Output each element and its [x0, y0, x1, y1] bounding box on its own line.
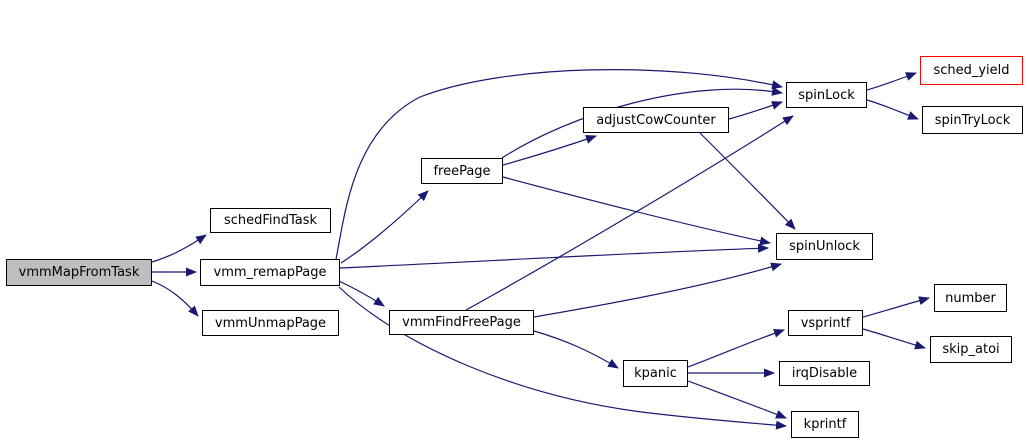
edge-freePage-to-adjustCowCounter [502, 135, 597, 166]
edge-freePage-to-spinLock [501, 86, 783, 159]
node-label: skip_atoi [942, 342, 1000, 357]
edge-adjustCowCounter-to-spinLock [728, 101, 783, 120]
node-kpanic[interactable]: kpanic [623, 360, 688, 387]
edge-vmm_remapPage-to-freePage [340, 190, 429, 264]
edge-spinLock-to-sched_yield [866, 72, 917, 91]
edge-vmmMapFromTask-to-schedFindTask [151, 234, 207, 263]
edge-vmm_remapPage-to-spinLock [335, 69, 783, 260]
edge-vmm_remapPage-to-vmmFindFreePage [338, 280, 385, 307]
edge-freePage-to-spinUnlock [502, 176, 771, 246]
node-label: vmmFindFreePage [402, 315, 521, 330]
node-vmm_remapPage[interactable]: vmm_remapPage [200, 259, 340, 286]
node-spinTryLock[interactable]: spinTryLock [922, 106, 1023, 134]
node-label: vmm_remapPage [213, 265, 327, 280]
node-spinUnlock[interactable]: spinUnlock [776, 233, 873, 260]
node-label: number [945, 290, 996, 306]
node-label: freePage [433, 163, 491, 179]
node-label: vmmUnmapPage [214, 315, 327, 331]
edge-adjustCowCounter-to-spinUnlock [699, 132, 796, 230]
node-irqDisable[interactable]: irqDisable [779, 361, 870, 386]
edge-vsprintf-to-number [862, 296, 930, 318]
node-label: spinLock [798, 87, 855, 103]
edge-kpanic-to-kprintf [687, 380, 787, 419]
edge-vmmFindFreePage-to-kpanic [533, 330, 619, 369]
edge-vmmMapFromTask-to-vmmUnmapPage [151, 280, 199, 317]
node-adjustCowCounter[interactable]: adjustCowCounter [583, 107, 729, 133]
node-vmmMapFromTask: vmmMapFromTask [6, 259, 152, 286]
edge-vmm_remapPage-to-kprintf [338, 286, 787, 430]
node-skip_atoi[interactable]: skip_atoi [930, 336, 1012, 363]
node-kprintf[interactable]: kprintf [791, 411, 859, 438]
node-label: schedFindTask [223, 213, 318, 228]
node-label: adjustCowCounter [596, 112, 716, 128]
node-vmmUnmapPage[interactable]: vmmUnmapPage [202, 310, 339, 336]
node-vsprintf[interactable]: vsprintf [788, 310, 863, 336]
node-label: kprintf [803, 417, 847, 432]
node-number[interactable]: number [934, 284, 1007, 312]
edge-kpanic-to-vsprintf [687, 328, 785, 368]
edge-vsprintf-to-skip_atoi [862, 328, 926, 350]
node-label: kpanic [634, 366, 677, 381]
node-label: vmmMapFromTask [18, 265, 140, 280]
node-label: vsprintf [800, 315, 851, 331]
edge-group [151, 69, 930, 430]
node-schedFindTask[interactable]: schedFindTask [210, 208, 331, 233]
node-vmmFindFreePage[interactable]: vmmFindFreePage [389, 310, 534, 335]
node-spinLock[interactable]: spinLock [786, 82, 867, 108]
node-freePage[interactable]: freePage [421, 158, 503, 184]
node-label: sched_yield [933, 63, 1010, 78]
node-label: spinTryLock [934, 112, 1011, 128]
edge-vmmFindFreePage-to-spinLock [465, 115, 794, 311]
node-label: spinUnlock [789, 239, 860, 254]
edge-vmm_remapPage-to-spinUnlock [339, 243, 769, 269]
node-sched_yield[interactable]: sched_yield [920, 56, 1023, 85]
edge-vmmFindFreePage-to-spinUnlock [533, 262, 782, 318]
edge-spinLock-to-spinTryLock [866, 99, 919, 120]
node-label: irqDisable [791, 366, 858, 381]
